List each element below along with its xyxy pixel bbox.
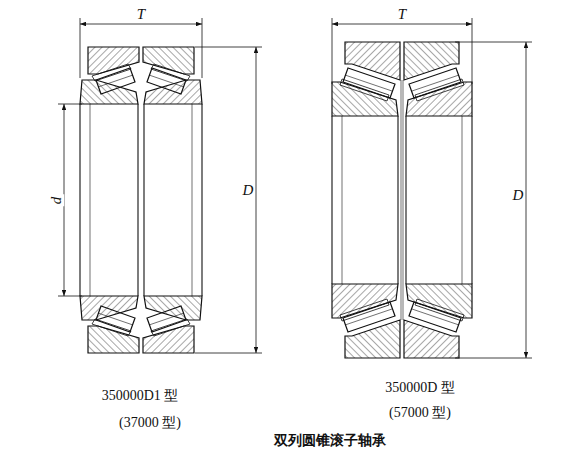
dimension-label: d bbox=[50, 194, 65, 206]
type-label: (57000 型) bbox=[389, 406, 451, 420]
dimension-label: D bbox=[511, 188, 526, 203]
dimension-label: T bbox=[396, 7, 408, 22]
dimension-label: D bbox=[241, 183, 256, 198]
dimension-lines bbox=[58, 18, 532, 358]
type-label: 350000D1 型 bbox=[102, 389, 179, 403]
left-bearing bbox=[80, 47, 202, 353]
type-label: (37000 型) bbox=[119, 416, 181, 430]
right-bearing bbox=[332, 42, 472, 358]
type-label: 350000D 型 bbox=[385, 381, 455, 395]
caption: 双列圆锥滚子轴承 bbox=[274, 433, 386, 447]
dimension-label: T bbox=[135, 7, 147, 22]
